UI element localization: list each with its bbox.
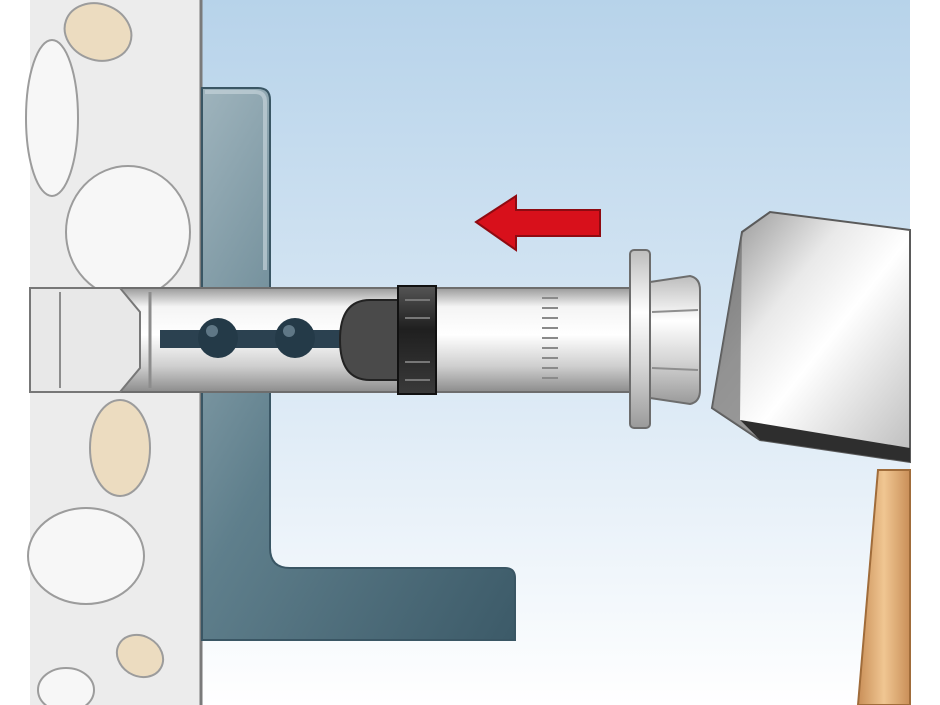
hex-nut	[649, 274, 701, 406]
aggregate-stone	[25, 39, 79, 197]
plastic-ring-dome	[338, 299, 401, 381]
insertion-arrow	[474, 194, 601, 252]
aggregate-stone	[89, 399, 151, 497]
hammer-handle	[856, 469, 911, 705]
hammer	[710, 210, 911, 705]
sleeve-slot	[160, 330, 350, 348]
ball-left	[198, 318, 238, 358]
aggregate-stone	[27, 507, 145, 605]
aggregate-stone	[65, 165, 191, 299]
washer	[629, 249, 651, 429]
plastic-ring	[397, 285, 437, 395]
aggregate-stone	[115, 633, 165, 679]
aggregate-stone	[63, 2, 133, 62]
aggregate-stone	[37, 667, 95, 705]
ball-right	[275, 318, 315, 358]
thread-marks	[542, 297, 558, 379]
sleeve-anchor	[29, 285, 641, 395]
expansion-cone	[29, 287, 141, 393]
